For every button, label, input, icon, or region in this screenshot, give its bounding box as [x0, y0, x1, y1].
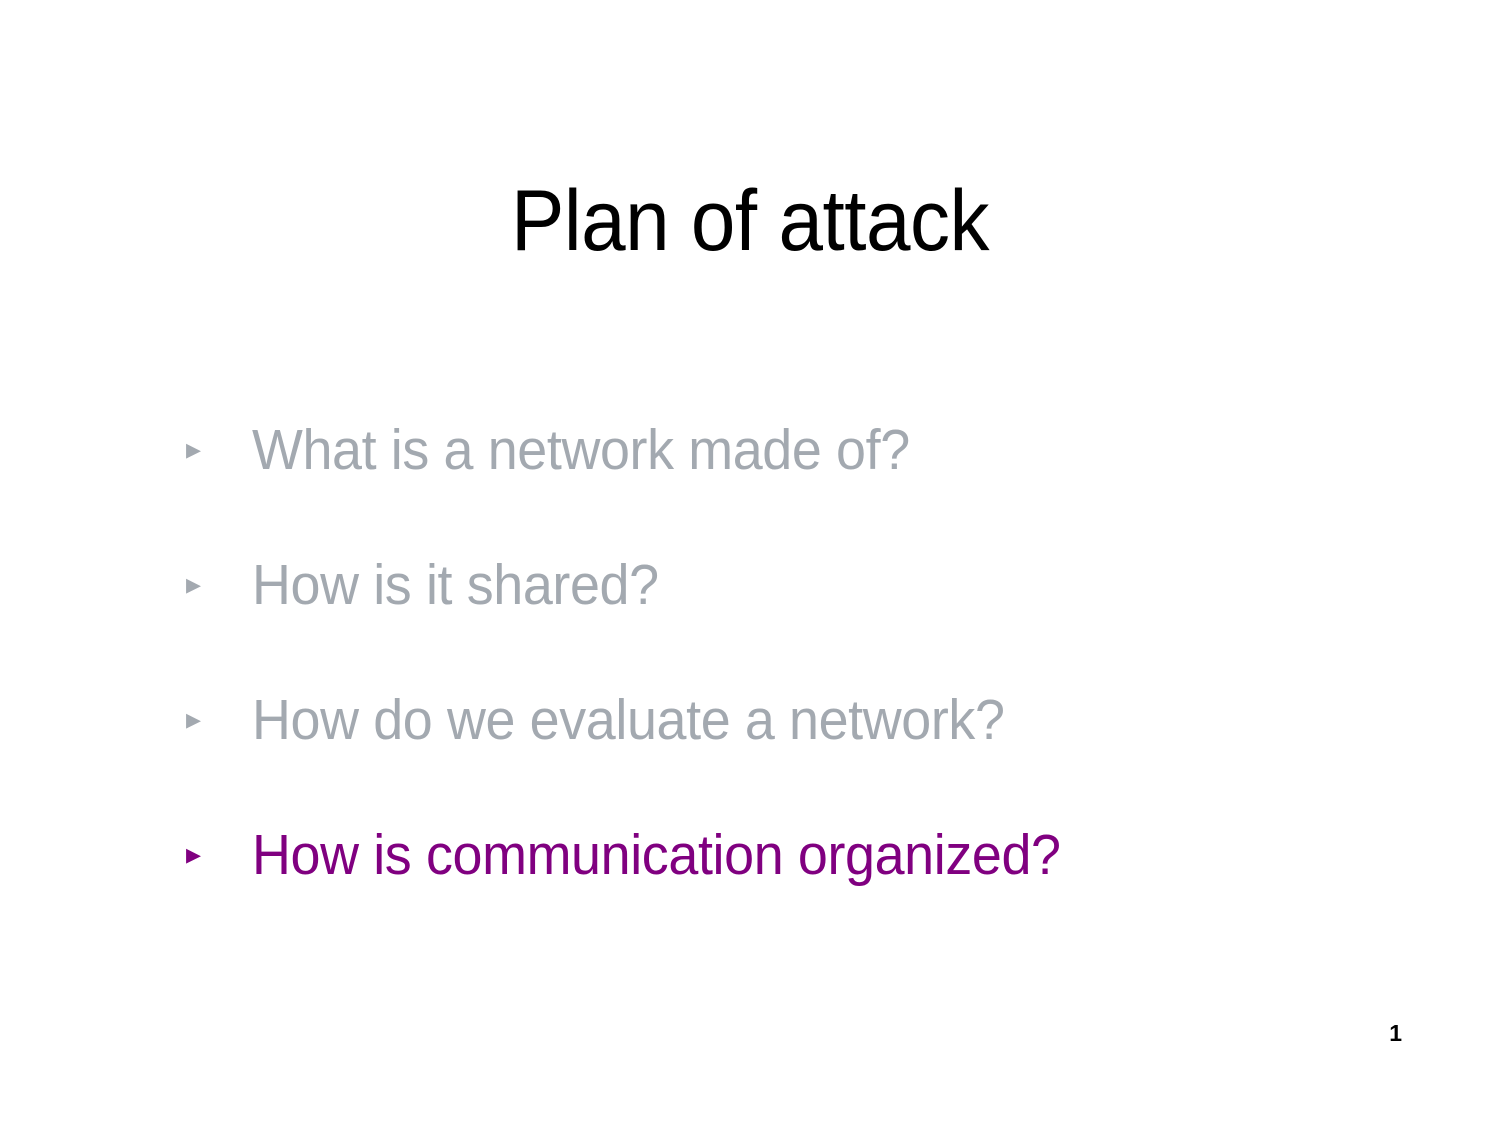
- list-item-current[interactable]: ▸ How is communication organized?: [186, 821, 1386, 956]
- agenda-bullet-list: ▸ What is a network made of? ▸ How is it…: [186, 416, 1386, 956]
- list-item[interactable]: ▸ How is it shared?: [186, 551, 1386, 686]
- list-item[interactable]: ▸ How do we evaluate a network?: [186, 686, 1386, 821]
- list-item-label: How is it shared?: [252, 553, 659, 617]
- list-item-label: What is a network made of?: [252, 418, 910, 482]
- triangle-bullet-icon: ▸: [186, 838, 202, 871]
- triangle-bullet-icon: ▸: [186, 433, 202, 466]
- list-item[interactable]: ▸ What is a network made of?: [186, 416, 1386, 551]
- page-number: 1: [1389, 1020, 1402, 1046]
- page-title: Plan of attack: [510, 172, 990, 269]
- list-item-label: How do we evaluate a network?: [252, 688, 1005, 752]
- list-item-label: How is communication organized?: [252, 823, 1061, 887]
- triangle-bullet-icon: ▸: [186, 703, 202, 736]
- triangle-bullet-icon: ▸: [186, 568, 202, 601]
